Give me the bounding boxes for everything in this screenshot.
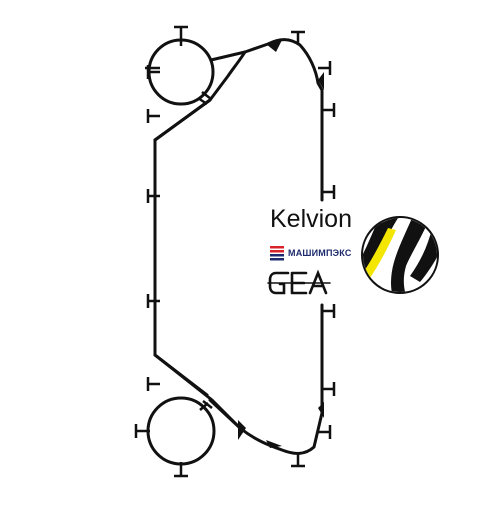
mashimpeks-logo: МАШИМПЭКС <box>270 244 352 262</box>
gasket-outline-upper <box>153 38 324 202</box>
gasket-outline <box>153 138 324 455</box>
kelvion-logo: Kelvion <box>270 205 352 233</box>
gea-logo <box>267 269 331 295</box>
mashimpeks-logo-icon <box>270 246 284 261</box>
mashimpeks-text: МАШИМПЭКС <box>288 248 352 258</box>
gasket-cross-section-icon <box>361 216 439 294</box>
